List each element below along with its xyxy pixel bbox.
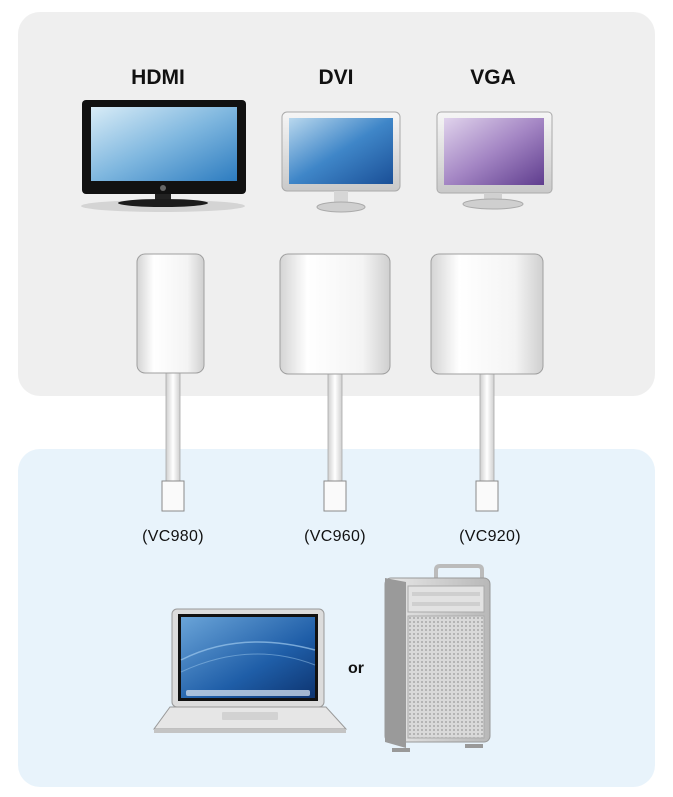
laptop-icon (153, 608, 348, 733)
vc980-adapter (136, 253, 205, 512)
vc960-label: (VC960) (304, 528, 366, 545)
vc920-adapter (430, 253, 544, 512)
tower-computer-icon (384, 564, 491, 752)
hdmi-label: HDMI (131, 66, 185, 89)
or-label: or (348, 660, 364, 677)
vc980-label: (VC980) (142, 528, 204, 545)
dvi-monitor-icon (281, 111, 401, 213)
vga-monitor-icon (436, 111, 553, 210)
vc960-adapter (279, 253, 391, 512)
vga-label: VGA (470, 66, 516, 89)
hdmi-monitor-icon (81, 100, 246, 212)
dvi-label: DVI (318, 66, 354, 89)
vc920-label: (VC920) (459, 528, 521, 545)
